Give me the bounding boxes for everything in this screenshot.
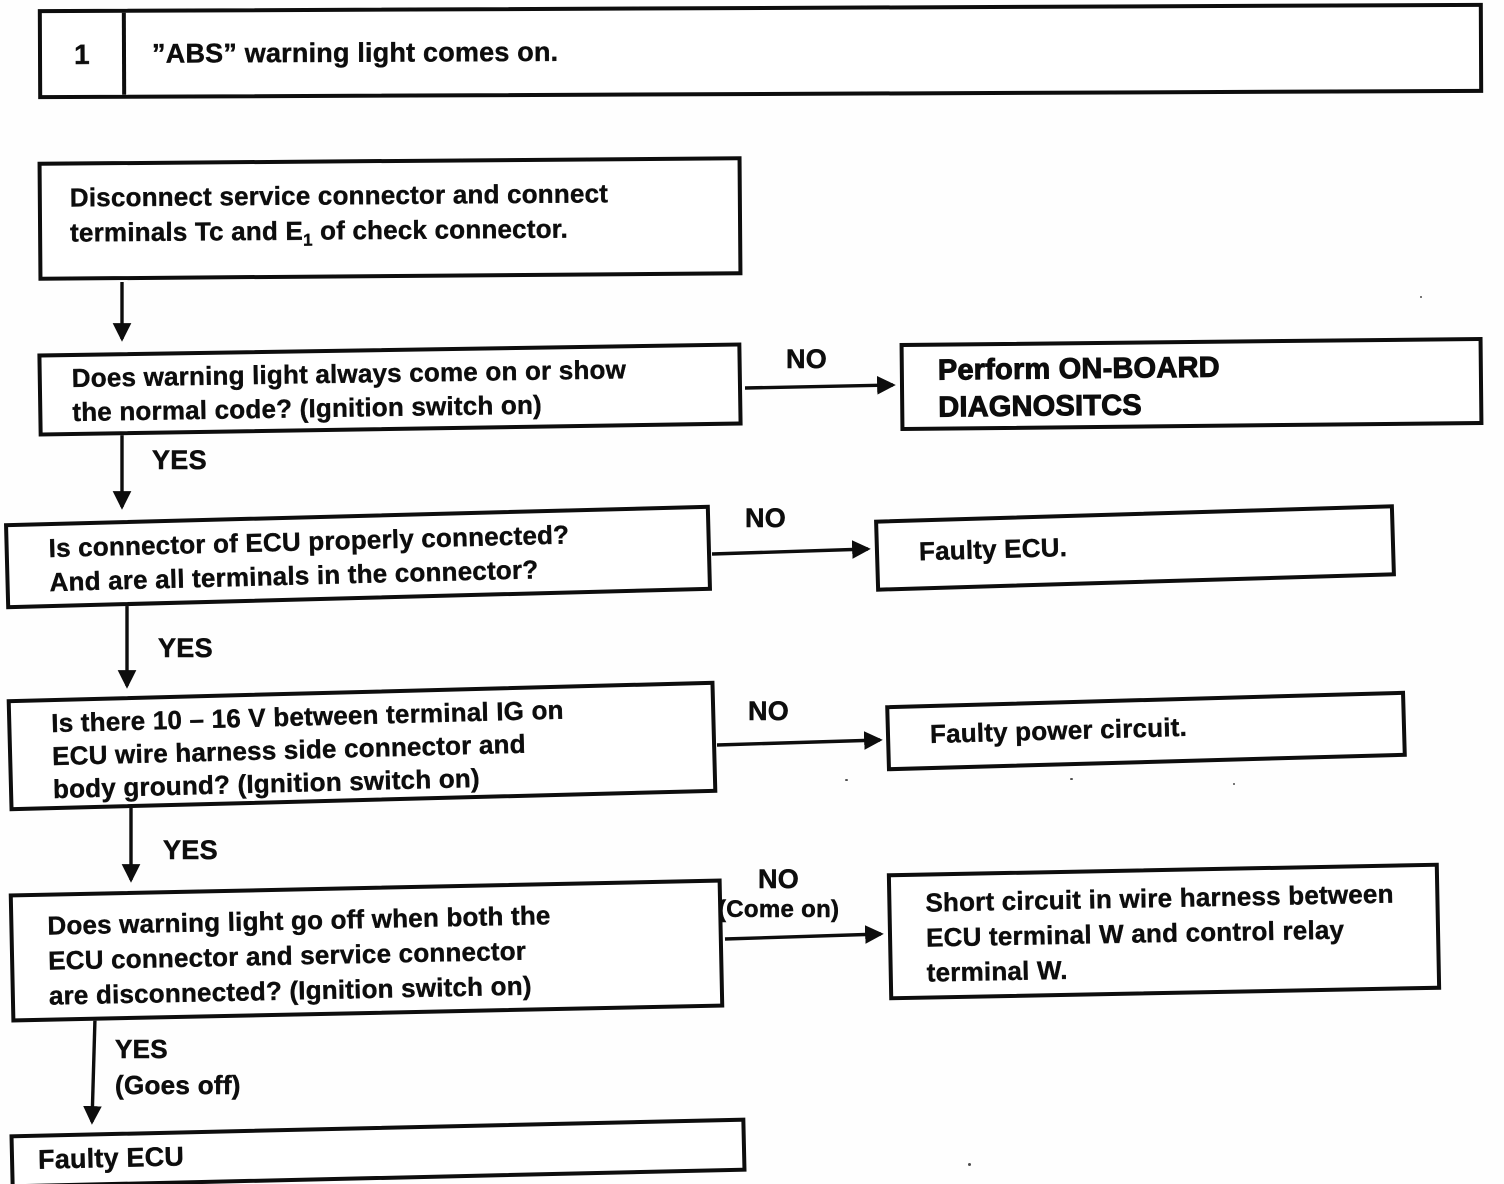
branch-label-yes-4: YES bbox=[115, 1034, 168, 1065]
scan-speck bbox=[1070, 778, 1073, 780]
branch-label-yes-2: YES bbox=[158, 633, 213, 664]
question-box-warning-light-code: Does warning light always come on or sho… bbox=[37, 342, 743, 437]
branch-label-no-4: NO bbox=[758, 864, 800, 895]
result-box-short-circuit: Short circuit in wire harness between EC… bbox=[886, 862, 1442, 1001]
result-line: Perform ON-BOARD bbox=[937, 351, 1220, 387]
scan-speck bbox=[1420, 296, 1422, 298]
action-line: terminals Tc and E1 of check connector. bbox=[70, 210, 718, 250]
branch-label-yes-1: YES bbox=[152, 445, 207, 476]
branch-label-no-1: NO bbox=[786, 344, 828, 375]
action-line: Disconnect service connector and connect bbox=[69, 178, 609, 213]
result-box-onboard-diagnostics: Perform ON-BOARD DIAGNOSITCS bbox=[899, 336, 1484, 432]
question-box-voltage-check: Is there 10 – 16 V between terminal IG o… bbox=[6, 680, 718, 812]
terminal-e1-subscript: 1 bbox=[302, 230, 313, 250]
branch-label-come-on: (Come on) bbox=[718, 896, 840, 924]
action-line-text: of check connector. bbox=[319, 213, 569, 246]
question-box-ecu-connector: Is connector of ECU properly connected? … bbox=[3, 504, 713, 610]
action-line-text: terminals Tc and E bbox=[69, 215, 304, 248]
action-box-disconnect-service-connector: Disconnect service connector and connect… bbox=[37, 156, 743, 281]
scan-speck bbox=[845, 779, 848, 781]
scan-speck bbox=[1233, 783, 1235, 785]
branch-label-no-2: NO bbox=[745, 503, 787, 534]
result-line: Faulty power circuit. bbox=[929, 711, 1188, 750]
scan-speck bbox=[968, 1163, 971, 1166]
result-box-faulty-ecu: Faulty ECU. bbox=[874, 504, 1396, 592]
branch-label-yes-3: YES bbox=[163, 835, 218, 866]
question-box-warning-light-off: Does warning light go off when both the … bbox=[8, 878, 725, 1023]
step-header: 1 ”ABS” warning light comes on. bbox=[37, 2, 1484, 100]
result-line: DIAGNOSITCS bbox=[938, 389, 1143, 424]
step-number: 1 bbox=[41, 12, 127, 96]
branch-label-goes-off: (Goes off) bbox=[115, 1070, 241, 1101]
step-title: ”ABS” warning light comes on. bbox=[151, 36, 559, 69]
result-line: Faulty ECU. bbox=[918, 532, 1068, 567]
result-box-faulty-power-circuit: Faulty power circuit. bbox=[885, 690, 1407, 772]
result-line: Faulty ECU bbox=[37, 1141, 185, 1175]
branch-label-no-3: NO bbox=[748, 696, 790, 727]
result-box-final-faulty-ecu: Faulty ECU bbox=[9, 1117, 747, 1184]
